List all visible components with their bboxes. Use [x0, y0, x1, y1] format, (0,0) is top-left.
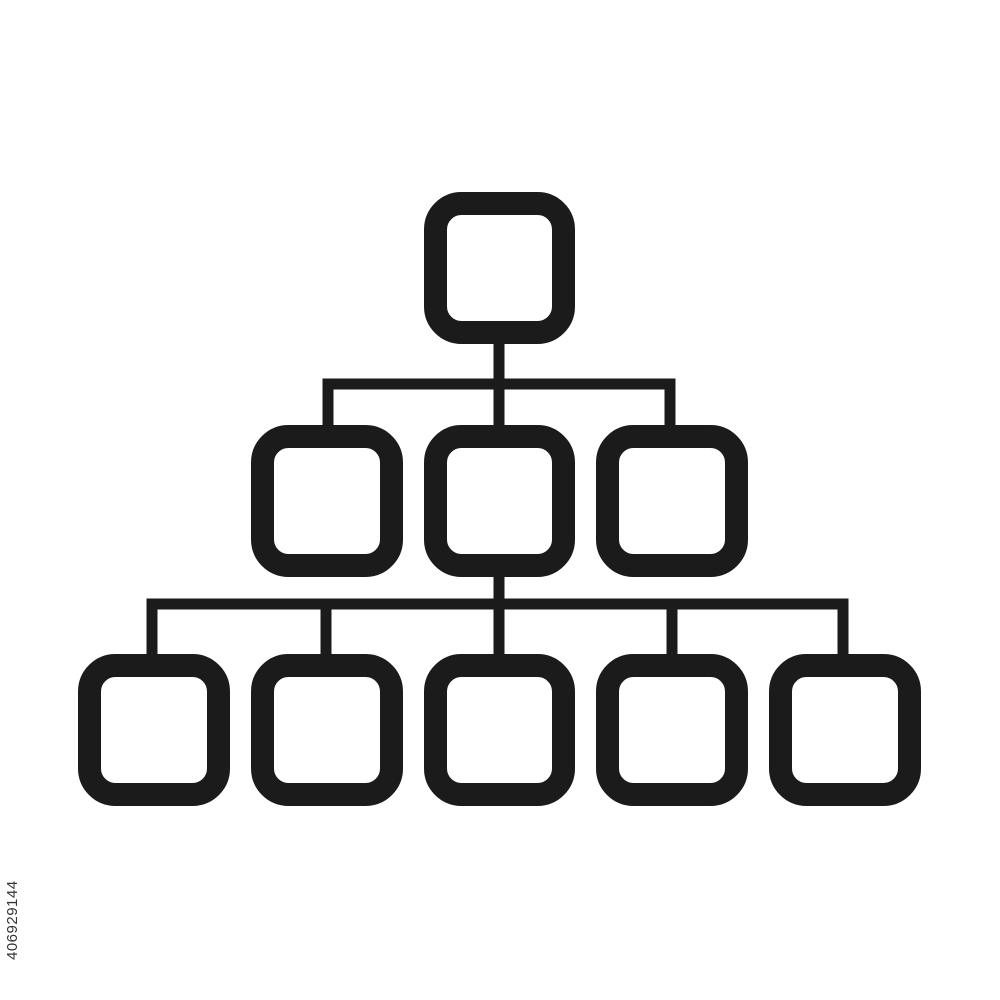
node-level2-center — [424, 425, 575, 577]
stock-id-watermark: 406929144 — [4, 880, 21, 960]
node-level2-right — [596, 425, 748, 577]
node-level3-5 — [769, 654, 921, 806]
node-level3-1 — [78, 654, 230, 806]
connector-level2-bar — [322, 378, 676, 425]
node-level3-4 — [596, 654, 748, 806]
node-level3-2 — [251, 654, 403, 806]
node-level3-3 — [424, 654, 575, 806]
node-level2-left — [251, 425, 403, 577]
connector-lines — [146, 340, 849, 660]
connector-level3-bar — [146, 598, 849, 655]
node-group — [78, 192, 921, 806]
node-root — [424, 192, 575, 344]
